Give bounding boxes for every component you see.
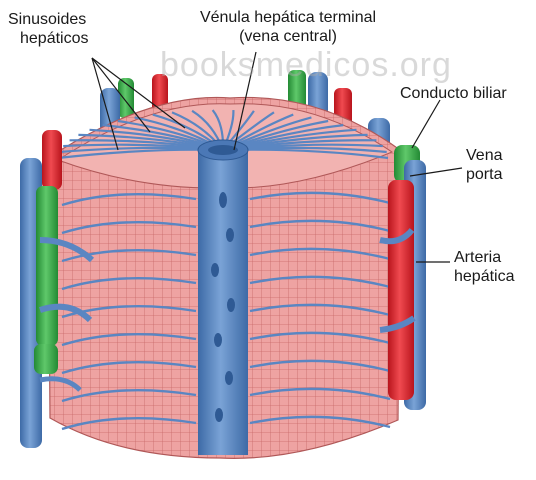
central-vein xyxy=(198,140,248,455)
label-line: hepática xyxy=(454,267,515,286)
label-line: porta xyxy=(466,165,502,184)
label-sinusoides-hepaticos: Sinusoides hepáticos xyxy=(8,10,89,48)
label-line: Vénula hepática terminal xyxy=(188,8,388,27)
label-line: Conducto biliar xyxy=(400,84,507,103)
label-arteria-hepatica: Arteria hepática xyxy=(454,248,515,286)
watermark: booksmedicos.org xyxy=(160,46,452,85)
label-line: Vena xyxy=(466,146,502,165)
label-venula-hepatica: Vénula hepática terminal (vena central) xyxy=(188,8,388,46)
label-line: Arteria xyxy=(454,248,515,267)
label-line: (vena central) xyxy=(188,27,388,46)
label-line: hepáticos xyxy=(8,29,89,48)
label-vena-porta: Vena porta xyxy=(466,146,502,184)
label-line: Sinusoides xyxy=(8,10,89,29)
label-conducto-biliar: Conducto biliar xyxy=(400,84,507,103)
